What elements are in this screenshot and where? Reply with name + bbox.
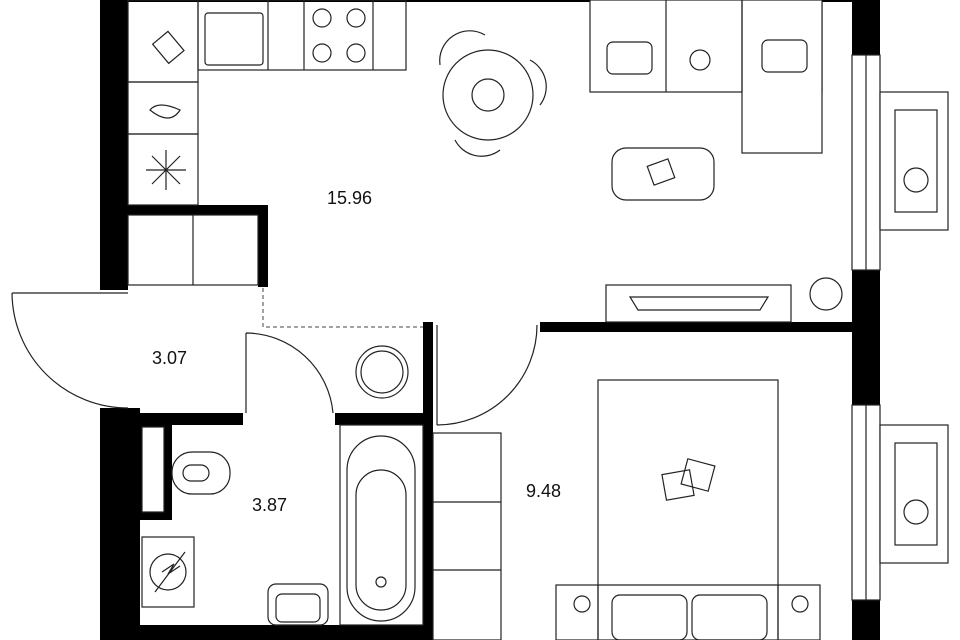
bedroom-furniture: [432, 379, 821, 640]
dining-table: [439, 30, 547, 157]
hallway-furniture: [355, 345, 409, 399]
kitchen-furniture: [127, 0, 407, 286]
windows: [851, 54, 949, 601]
sofa: [589, 0, 843, 323]
doors: [11, 288, 538, 426]
room-area-bedroom: 9.48: [526, 481, 562, 501]
room-area-kitchen-living: 15.96: [327, 188, 373, 208]
bathroom-fixtures: [141, 424, 424, 626]
walls: [100, 0, 880, 640]
room-area-hallway: 3.07: [152, 348, 188, 368]
room-area-bathroom: 3.87: [252, 495, 288, 515]
